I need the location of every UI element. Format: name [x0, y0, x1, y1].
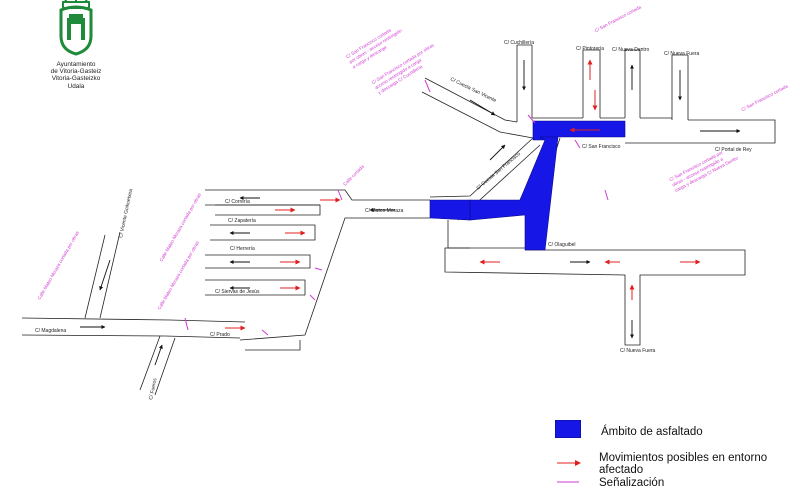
label-vicente-goikoetxea: C/ Vicente Goikoetxea [118, 188, 134, 238]
legend-movements: Movimientos posibles en entorno afectado [555, 452, 800, 476]
label-pintoreria: C/ Pintorería [576, 46, 604, 52]
label-olaguibel: C/ Olaguibel [548, 242, 576, 248]
label-cuchilleria: C/ Cuchillería [504, 40, 534, 46]
label-fueros: C/ Fueros [148, 377, 159, 400]
label-herreria: C/ Herrería [230, 246, 255, 252]
label-portal-del-rey: C/ Portal de Rey [715, 147, 752, 153]
city-council-logo: Ayuntamiento de Vitoria-Gasteiz Vitoria-… [38, 0, 114, 90]
legend-signage-label: Señalización [599, 477, 665, 489]
label-magdalena: C/ Magdalena [35, 328, 66, 334]
note-san-francisco-top-2: por obras - acceso restringido [348, 28, 403, 65]
label-correria: C/ Correría [225, 199, 250, 205]
logo-line-3: Vitoria-Gasteizko [51, 75, 101, 83]
label-cuesta-san-francisco: C/ Cuesta San Francisco [475, 151, 522, 191]
allowed-movement-arrows [225, 59, 701, 331]
note-san-francisco-far-right: C/ San Francisco cortada [740, 83, 789, 112]
logo-line-1: Ayuntamiento [56, 61, 96, 68]
asphalt-swatch-icon [554, 419, 583, 443]
red-arrow-icon [555, 455, 583, 473]
label-siervas-de-jesus: C/ Siervas de Jesús [215, 289, 260, 295]
magenta-line-icon [555, 474, 583, 492]
label-mateo-moraza: C/ Mateo Moraza [365, 208, 404, 214]
signage-marks [184, 79, 609, 336]
note-zapateria: Calle Mateo Moraza cortada por obras [159, 192, 203, 263]
coat-of-arms-icon [59, 0, 93, 56]
logo-line-4: Udala [67, 82, 85, 90]
label-zapateria: C/ Zapatería [228, 218, 256, 224]
asphalt-zone [429, 120, 626, 251]
label-nueva-fuera-top: C/ Nueva Fuera [664, 51, 700, 57]
label-nueva-dentro: C/ Nueva Dentro [612, 47, 649, 53]
logo-line-2: de Vitoria-Gasteiz [50, 68, 102, 76]
label-nueva-fuera-bottom: C/ Nueva Fuera [620, 348, 656, 354]
note-calle-cortada: Calle cortada [342, 164, 365, 187]
legend-signage: Señalización [555, 474, 664, 492]
note-san-francisco-right: C/ San Francisco cortada [594, 4, 643, 33]
legend-asphalt: Ámbito de asfaltado [554, 419, 703, 443]
legend-asphalt-label: Ámbito de asfaltado [601, 425, 703, 438]
label-san-francisco: C/ San Francisco [582, 144, 621, 150]
label-prado: C/ Prado [210, 332, 230, 338]
road-network [21, 44, 776, 396]
street-labels: C/ Cuchillería C/ Pintorería C/ Nueva De… [35, 40, 752, 400]
label-cuesta-san-vicente: C/ Cuesta San Vicente [449, 76, 497, 104]
note-mateo-moraza-left: Calle Mateo Moraza cortada por obras [37, 230, 81, 301]
traffic-direction-arrows [80, 60, 741, 366]
legend-movements-label: Movimientos posibles en entorno afectado [599, 452, 768, 476]
